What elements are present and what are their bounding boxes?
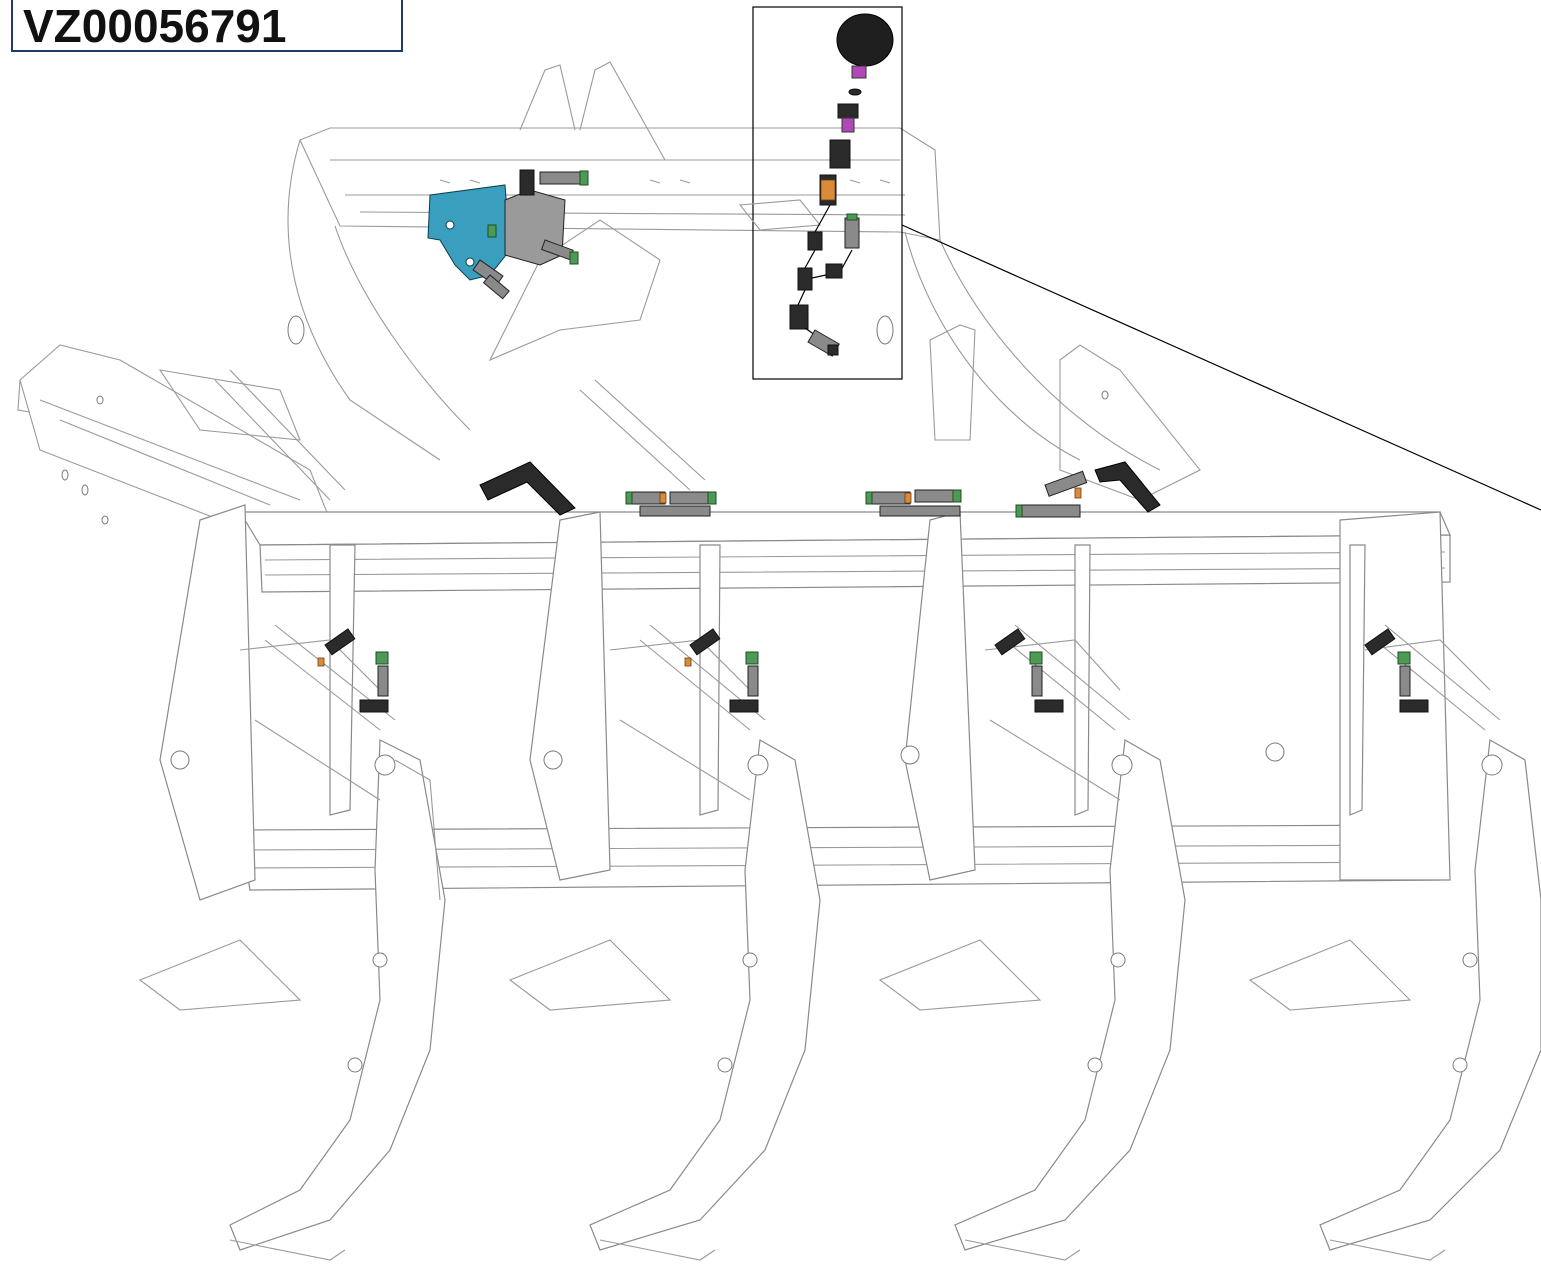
callout-leader-line bbox=[901, 224, 1541, 511]
part-number-label: VZ00056791 bbox=[11, 0, 403, 52]
shank-assembly-3 bbox=[878, 511, 1186, 1261]
headstock-frame bbox=[287, 61, 1161, 471]
detail-callout-box bbox=[752, 6, 903, 380]
fitting-cluster-2 bbox=[865, 489, 962, 517]
shank-assembly-2 bbox=[508, 511, 821, 1261]
shank-assembly-4 bbox=[1248, 511, 1541, 1261]
valve-block-assembly bbox=[427, 169, 589, 300]
detail-callout bbox=[738, 6, 1541, 511]
fitting-cluster-3 bbox=[1015, 461, 1161, 518]
shank-assembly-1 bbox=[138, 504, 446, 1261]
pressure-gauge bbox=[836, 13, 894, 67]
right-side-arm bbox=[929, 324, 1201, 501]
fitting-cluster-1 bbox=[479, 461, 717, 517]
left-side-arm bbox=[17, 344, 331, 525]
shank-fittings bbox=[317, 628, 1429, 713]
main-toolbar-beam bbox=[238, 511, 1451, 593]
